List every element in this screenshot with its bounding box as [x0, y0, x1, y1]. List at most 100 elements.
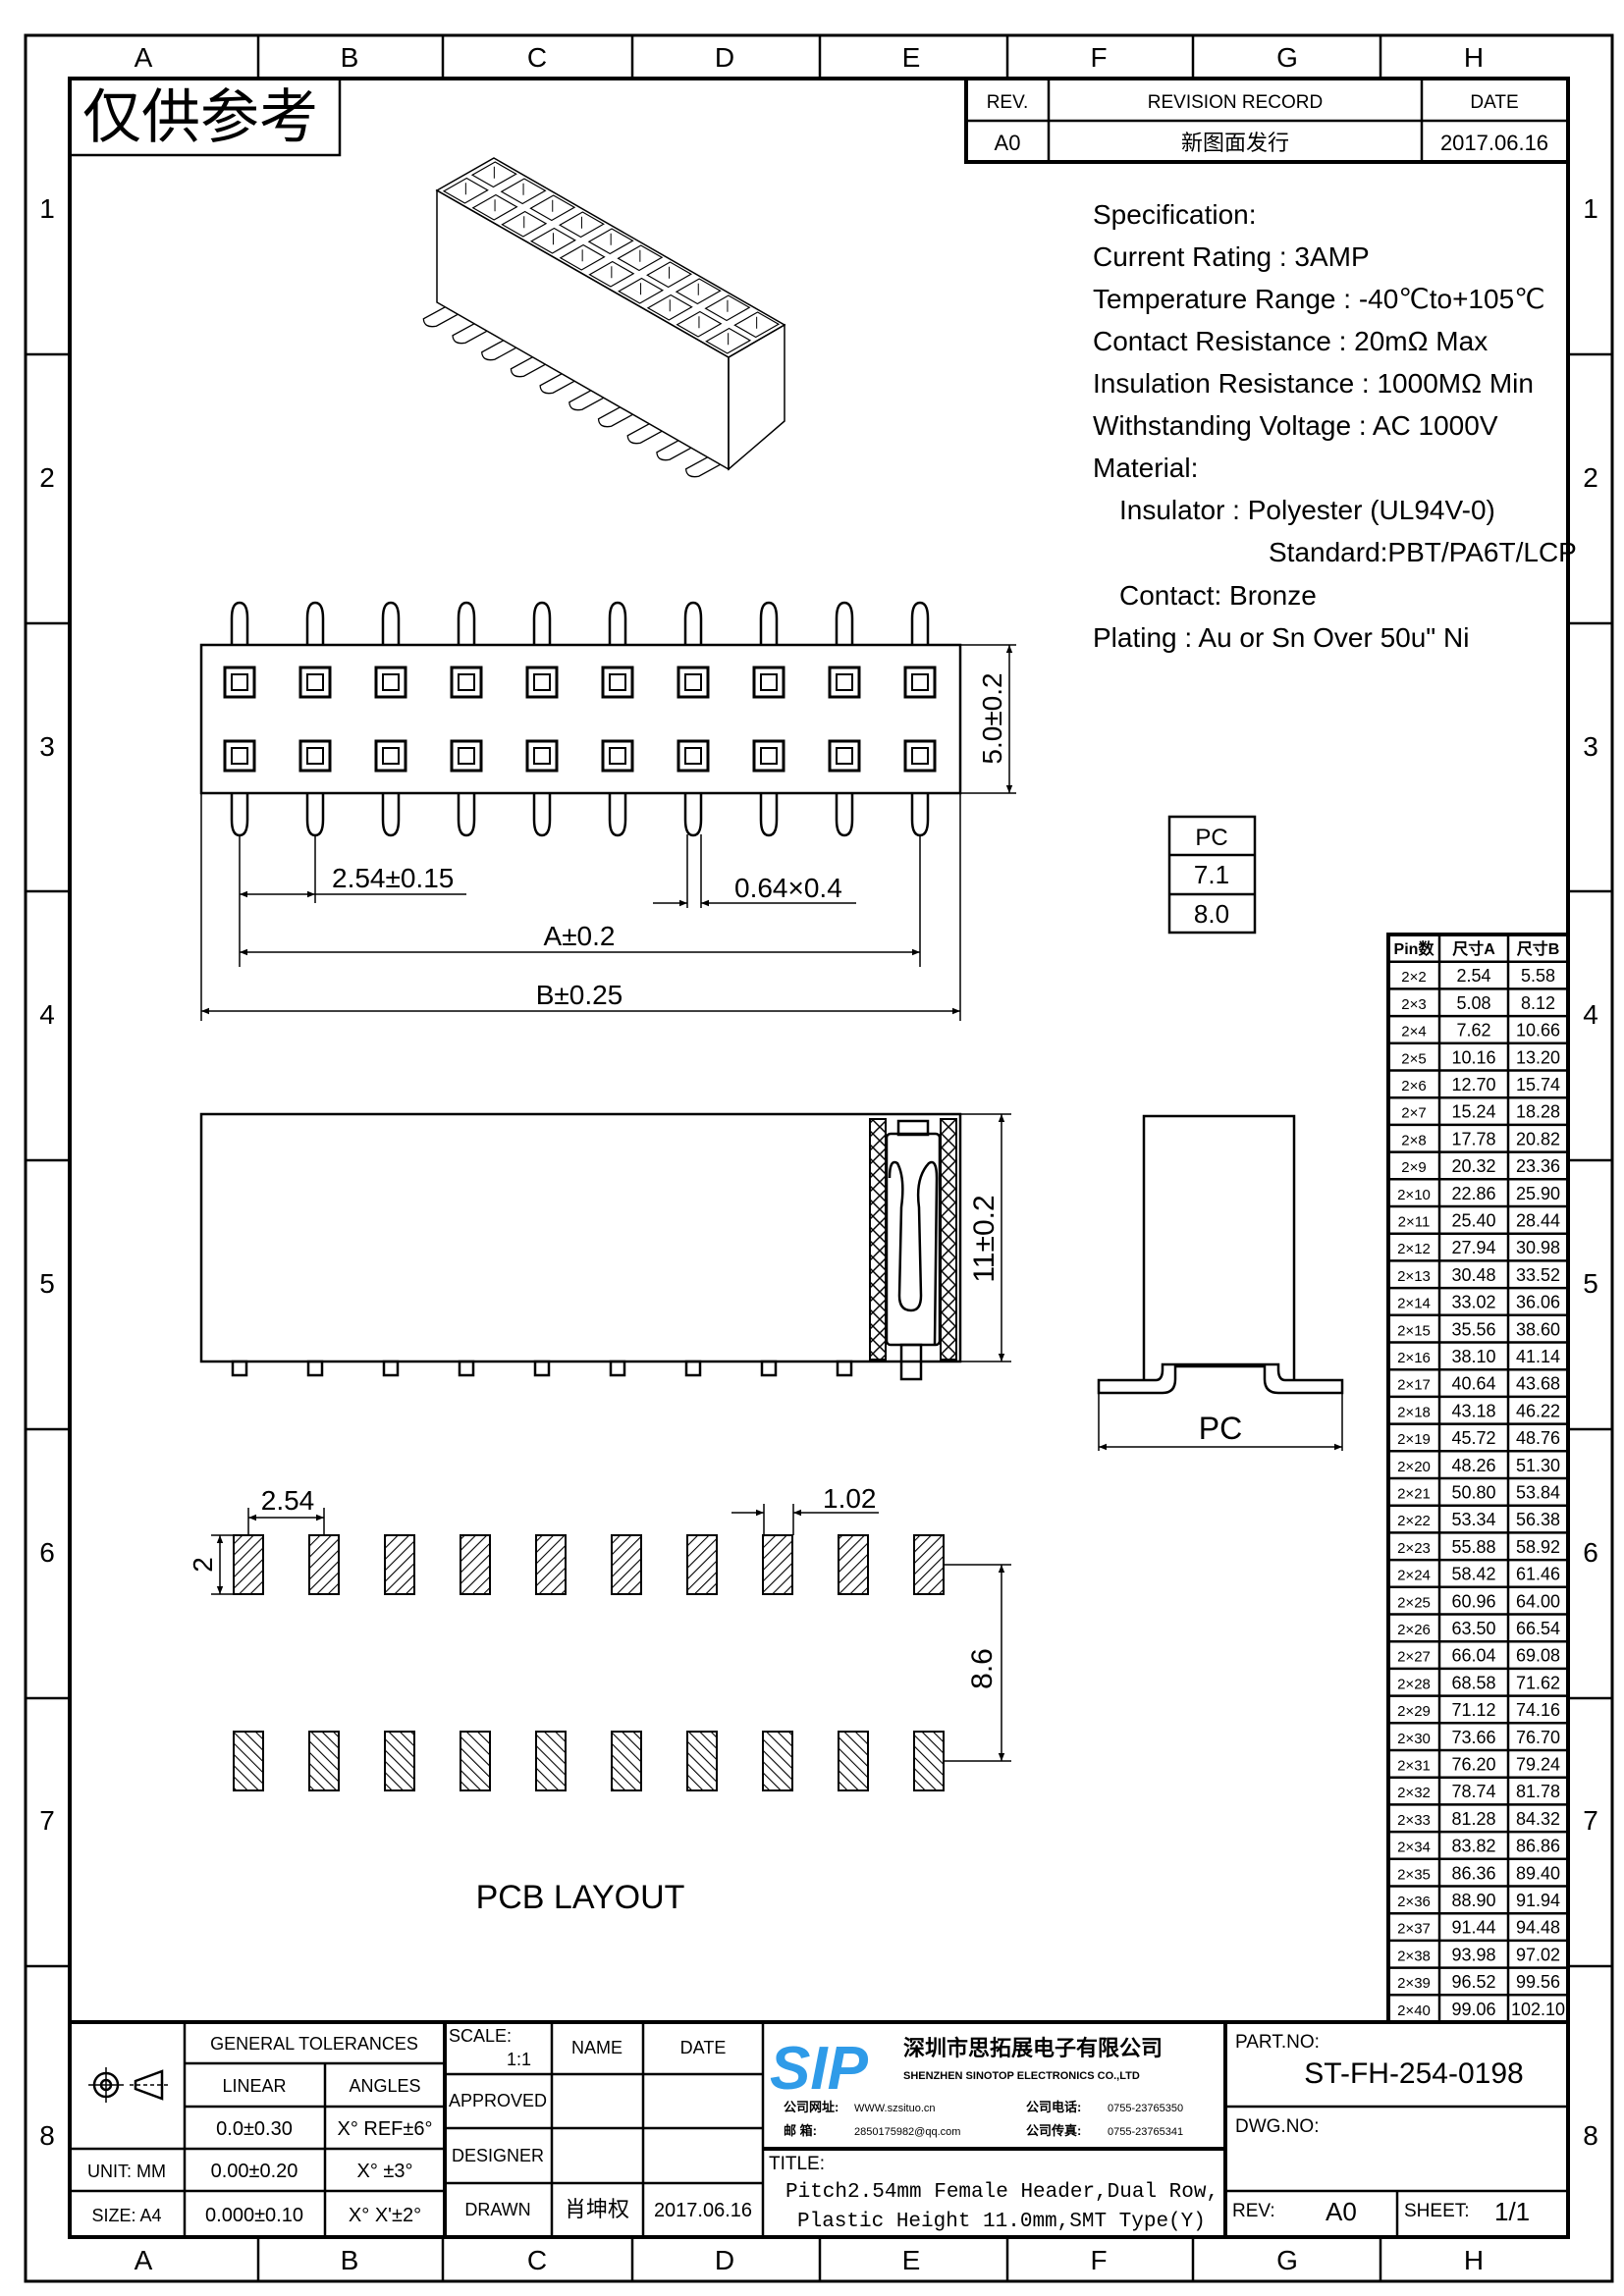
- socket-hole: [676, 310, 723, 338]
- pin-socket: [903, 739, 937, 773]
- row-label: 6: [39, 1537, 55, 1568]
- pin-lead: [381, 601, 401, 645]
- dimension-a-cell: 88.90: [1451, 1891, 1495, 1910]
- socket-hole: [471, 193, 518, 221]
- side-lead: [231, 1360, 248, 1377]
- pin-count-cell: 2×20: [1397, 1459, 1431, 1475]
- pin-socket-inner: [911, 747, 929, 765]
- side-lead: [458, 1360, 475, 1377]
- spec-title: Specification:: [1093, 199, 1257, 230]
- contact-cross-section: [869, 1118, 957, 1381]
- pcb-pad-width-dimension: 1.02: [823, 1483, 877, 1514]
- pin-size-dimension: 0.64×0.4: [734, 873, 842, 903]
- dimension-a-cell: 83.82: [1451, 1837, 1495, 1856]
- table-header: 尺寸B: [1517, 939, 1560, 958]
- pcb-pad: [762, 1534, 793, 1595]
- dimension-b-cell: 36.06: [1516, 1293, 1560, 1312]
- pin-count-cell: 2×15: [1397, 1322, 1431, 1339]
- pin-lead: [835, 601, 854, 645]
- drawn-by-name: 肖坤权: [565, 2197, 629, 2221]
- dimension-b-cell: 58.92: [1516, 1537, 1560, 1557]
- dimension-b: B±0.25: [536, 980, 623, 1010]
- dimension-b-cell: 23.36: [1516, 1156, 1560, 1176]
- pin-lead: [381, 793, 401, 837]
- title-label: TITLE:: [769, 2154, 825, 2174]
- socket-hole: [559, 243, 606, 271]
- pin-lead: [532, 793, 552, 837]
- rev-header: REV.: [987, 92, 1029, 113]
- pc-table-header: PC: [1195, 825, 1227, 851]
- dimension-b-cell: 94.48: [1516, 1918, 1560, 1938]
- dimension-a-cell: 53.34: [1451, 1510, 1495, 1529]
- pin-socket: [828, 739, 861, 773]
- dimension-a-cell: 20.32: [1451, 1156, 1495, 1176]
- side-lead: [609, 1360, 626, 1377]
- pin-count-cell: 2×24: [1397, 1568, 1431, 1584]
- pcb-pad: [460, 1731, 491, 1791]
- pin-socket-inner: [760, 747, 778, 765]
- pin-count-cell: 2×5: [1401, 1050, 1426, 1067]
- pin-count-cell: 2×23: [1397, 1540, 1431, 1557]
- dimension-a: A±0.2: [544, 921, 616, 951]
- spec-contact: Contact: Bronze: [1119, 580, 1317, 611]
- dimension-b-cell: 84.32: [1516, 1809, 1560, 1829]
- pcb-layout-label: PCB LAYOUT: [476, 1879, 685, 1916]
- dimension-a-cell: 68.58: [1451, 1673, 1495, 1692]
- pin-socket: [752, 739, 785, 773]
- dimension-a-cell: 40.64: [1451, 1374, 1495, 1394]
- part-no-value: ST-FH-254-0198: [1304, 2057, 1523, 2090]
- spec-current: Current Rating : 3AMP: [1093, 241, 1370, 272]
- drawn-date: 2017.06.16: [654, 2200, 752, 2221]
- pin-socket-inner: [382, 747, 400, 765]
- pin-socket-inner: [836, 747, 853, 765]
- website-label: 公司网址:: [784, 2100, 839, 2114]
- socket-hole: [733, 311, 781, 339]
- pin-socket-inner: [836, 673, 853, 691]
- part-no-label: PART.NO:: [1235, 2032, 1320, 2053]
- smt-lead: [597, 406, 633, 428]
- pin-socket-inner: [684, 747, 702, 765]
- pin-count-cell: 2×7: [1401, 1105, 1426, 1122]
- pin-count-cell: 2×3: [1401, 996, 1426, 1013]
- pin-count-cell: 2×32: [1397, 1785, 1431, 1801]
- spec-insulation-resistance: Insulation Resistance : 1000MΩ Min: [1093, 368, 1534, 399]
- email-value: 2850175982@qq.com: [854, 2126, 960, 2138]
- dimension-b-cell: 76.70: [1516, 1728, 1560, 1747]
- socket-hole: [675, 278, 722, 305]
- pin-count-cell: 2×25: [1397, 1594, 1431, 1611]
- pin-socket-inner: [684, 673, 702, 691]
- pin-socket: [450, 739, 483, 773]
- socket-hole: [587, 228, 634, 255]
- fax-label: 公司传真:: [1026, 2123, 1081, 2138]
- dimension-a-cell: 7.62: [1456, 1021, 1490, 1041]
- title-line-1: Pitch2.54mm Female Header,Dual Row,: [785, 2181, 1218, 2204]
- pin-socket: [828, 666, 861, 699]
- pin-socket: [677, 666, 710, 699]
- pin-count-cell: 2×35: [1397, 1866, 1431, 1883]
- pin-count-cell: 2×10: [1397, 1187, 1431, 1203]
- pcb-pad: [611, 1534, 642, 1595]
- dimension-b-cell: 33.52: [1516, 1265, 1560, 1285]
- dimension-b-cell: 56.38: [1516, 1510, 1560, 1529]
- pin-lead: [759, 601, 779, 645]
- dimension-a-cell: 91.44: [1451, 1918, 1495, 1938]
- column-label: C: [527, 2245, 547, 2275]
- pin-count-cell: 2×38: [1397, 1948, 1431, 1964]
- dimension-b-cell: 61.46: [1516, 1565, 1560, 1584]
- dimension-a-cell: 78.74: [1451, 1782, 1495, 1801]
- spec-contact-resistance: Contact Resistance : 20mΩ Max: [1093, 326, 1488, 356]
- linear-label: LINEAR: [222, 2076, 286, 2096]
- pitch-dimension: 2.54±0.15: [332, 863, 454, 893]
- pin-socket: [223, 739, 256, 773]
- row-label: 7: [1583, 1805, 1598, 1836]
- pcb-pad: [686, 1534, 718, 1595]
- dimension-b-cell: 25.90: [1516, 1184, 1560, 1203]
- pin-socket: [903, 666, 937, 699]
- pin-lead: [457, 793, 476, 837]
- pin-count-cell: 2×30: [1397, 1731, 1431, 1747]
- column-label: A: [135, 2245, 153, 2275]
- pin-lead: [759, 793, 779, 837]
- pin-lead: [683, 601, 703, 645]
- side-lead: [533, 1360, 551, 1377]
